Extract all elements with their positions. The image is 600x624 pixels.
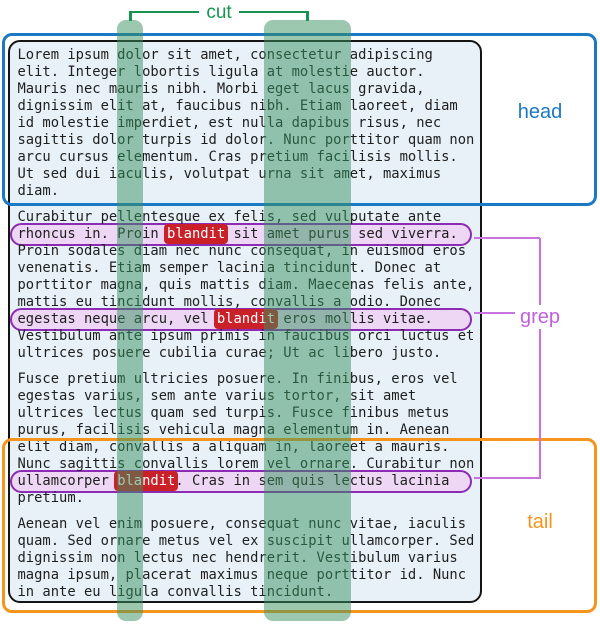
line-text: Vestibulum ante ipsum primis in faucibus… — [17, 327, 475, 344]
text-line: Curabitur pellentesque ex felis, sed vul… — [18, 209, 479, 226]
line-text: egestas neque arcu, vel blandit eros mol… — [17, 308, 433, 329]
line-text: rhoncus in. Proin blandit sit amet purus… — [17, 223, 458, 244]
line-text: ultrices posuere cubilia curae; Ut ac li… — [17, 344, 442, 361]
grep-label: grep — [514, 305, 566, 329]
text-line-grep-match: egestas neque arcu, vel blandit eros mol… — [9, 307, 479, 331]
line-text: mattis eu tincidunt mollis, convallis a … — [17, 293, 442, 310]
cut-bracket-line-left — [130, 10, 200, 14]
line-text: egestas varius, sem ante varius tortor, … — [17, 387, 417, 404]
line-text: pretium. — [17, 489, 84, 506]
cut-bracket-line-right — [238, 10, 309, 14]
text-line: Vestibulum ante ipsum primis in faucibus… — [18, 328, 479, 345]
text-line: ultrices lectus quam sed turpis. Fusce f… — [18, 405, 479, 422]
cut-label: cut — [206, 1, 232, 23]
cut-bracket-right-tick — [306, 11, 309, 21]
text-line: purus, facilisis vehicula magna elementu… — [18, 422, 479, 439]
grep-connector-line-3 — [474, 477, 540, 479]
cut-bracket: cut — [130, 1, 309, 23]
text-line-grep-match: rhoncus in. Proin blandit sit amet purus… — [9, 222, 479, 246]
line-text: Curabitur pellentesque ex felis, sed vul… — [17, 208, 442, 225]
match-blandit: blandit — [213, 308, 279, 329]
text-line: diam. — [18, 183, 479, 200]
text-line: Fusce pretium ultricies posuere. In fini… — [18, 371, 479, 388]
text-line: Proin sodales diam nec nunc consequat, i… — [18, 243, 479, 260]
text-line: mattis eu tincidunt mollis, convallis a … — [18, 294, 479, 311]
grep-connector-vertical — [539, 238, 541, 479]
text-line: ultrices posuere cubilia curae; Ut ac li… — [18, 345, 479, 362]
text-line: pretium. — [18, 490, 479, 507]
tail-label: tail — [522, 510, 558, 534]
line-text: purus, facilisis vehicula magna elementu… — [17, 421, 450, 438]
cut-column-bar-2 — [264, 20, 351, 621]
line-text: ultrices lectus quam sed turpis. Fusce f… — [17, 404, 450, 421]
line-text: Fusce pretium ultricies posuere. In fini… — [17, 370, 458, 387]
cut-bracket-left-tick — [129, 11, 132, 21]
text-line: venenatis. Etiam semper lacinia tincidun… — [18, 260, 479, 277]
grep-connector-line-1 — [474, 237, 540, 239]
line-text: Proin sodales diam nec nunc consequat, i… — [17, 242, 467, 259]
text-line: egestas varius, sem ante varius tortor, … — [18, 388, 479, 405]
head-label: head — [512, 100, 568, 124]
line-text: diam. — [17, 182, 60, 199]
match-blandit: blandit — [164, 223, 229, 244]
line-text: venenatis. Etiam semper lacinia tincidun… — [17, 259, 442, 276]
grep-connector-line-2 — [474, 312, 540, 314]
cut-column-bar-1 — [117, 20, 143, 621]
text-line: porttitor magna, quis mattis diam. Maece… — [18, 277, 479, 294]
line-text: porttitor magna, quis mattis diam. Maece… — [17, 276, 475, 293]
